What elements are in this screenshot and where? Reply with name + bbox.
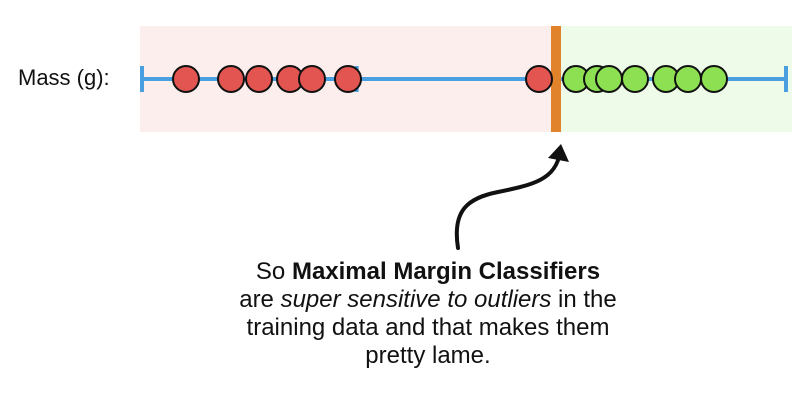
caption-line-4: pretty lame.: [365, 342, 491, 369]
caption-line2-post: in the: [551, 286, 617, 313]
caption-bold-term: Maximal Margin Classifiers: [291, 258, 601, 285]
threshold-line: [551, 26, 561, 132]
green-data-point: [621, 65, 649, 93]
arrow-head-icon: [548, 144, 569, 162]
green-data-point: [700, 65, 728, 93]
caption-line-3: training data and that makes them: [246, 314, 610, 341]
green-data-point: [595, 65, 623, 93]
arrow-curve: [454, 150, 562, 250]
caption-prefix: So: [255, 258, 292, 285]
data-points: [172, 65, 728, 93]
red-data-point: [217, 65, 245, 93]
caption-italic-phrase: super sensitive to outliers: [280, 286, 552, 313]
caption-line-1: So Maximal Margin Classifiers: [218, 258, 638, 286]
caption-line2-pre: are: [239, 286, 281, 313]
red-data-point: [172, 65, 200, 93]
red-data-point: [245, 65, 273, 93]
axis-label: Mass (g):: [18, 65, 110, 90]
caption: So Maximal Margin Classifiers are super …: [218, 258, 638, 370]
caption-line-2: are super sensitive to outliers in the: [218, 286, 638, 314]
green-data-point: [674, 65, 702, 93]
red-data-point: [298, 65, 326, 93]
red-data-point: [334, 65, 362, 93]
red-data-point: [525, 65, 553, 93]
